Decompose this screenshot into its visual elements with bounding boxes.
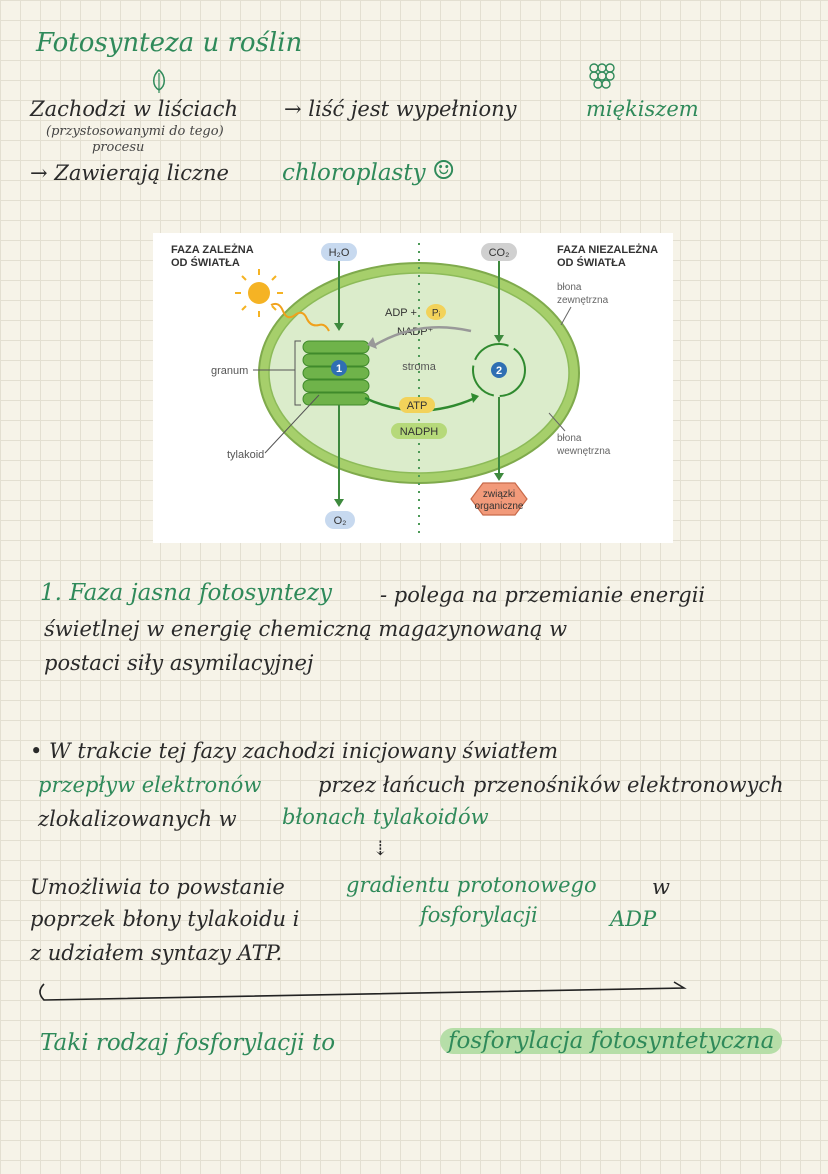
leaf-icon xyxy=(153,69,165,93)
intro-line1-c: miękiszem xyxy=(586,97,699,121)
outer-membrane-label-1: błona xyxy=(557,282,582,293)
inner-membrane-label-2: wewnętrzna xyxy=(556,446,611,457)
label-light-1: FAZA ZALEŻNA xyxy=(171,243,254,256)
section3-line2-a: poprzek błony tylakoidu i xyxy=(30,907,300,931)
intro-line2-a: → Zawierają liczne xyxy=(30,161,229,185)
sun-icon xyxy=(235,269,283,317)
section3-line1-b: gradientu protonowego xyxy=(346,873,597,897)
h2o-badge xyxy=(321,243,357,261)
section3-line2-c: ADP xyxy=(610,907,657,931)
granum-stack xyxy=(302,340,370,406)
section1-text3: postaci siły asymilacyjnej xyxy=(44,651,314,675)
nadph-badge xyxy=(391,423,447,439)
section2-line2-a: przepływ elektronów xyxy=(38,773,262,797)
tylakoid-label: tylakoid xyxy=(227,449,264,461)
bracket-divider xyxy=(39,981,687,1001)
atp-label: ATP xyxy=(407,400,428,412)
atp-badge xyxy=(399,397,435,413)
section2-line1: • W trakcie tej fazy zachodzi inicjowany… xyxy=(30,739,558,763)
calvin-cycle xyxy=(472,343,526,397)
label-light-2: OD ŚWIATŁA xyxy=(171,256,240,269)
conclusion-text: Taki rodzaj fosforylacji to xyxy=(40,1030,336,1056)
intro-sub2: procesu xyxy=(92,140,145,155)
chloroplast-diagram: FAZA ZALEŻNA OD ŚWIATŁA FAZA NIEZALEŻNA … xyxy=(153,233,673,543)
section3-line3: z udziałem syntazy ATP. xyxy=(30,941,283,965)
light-wave xyxy=(270,302,330,332)
return-arrow xyxy=(374,326,472,347)
h2o-label: H₂O xyxy=(329,247,350,259)
intro-sub: (przystosowanymi do tego) xyxy=(46,124,224,139)
organic-compounds-shape xyxy=(470,482,528,516)
o2-label: O₂ xyxy=(334,515,347,527)
section3-line1-c: w xyxy=(652,875,670,899)
adp-label: ADP + xyxy=(385,307,417,319)
label-dark-1: FAZA NIEZALEŻNA xyxy=(557,243,658,256)
svg-text:1: 1 xyxy=(336,363,342,375)
stroma-label: stroma xyxy=(402,361,437,373)
section2-line2-b: przez łańcuch przenośników elektronowych xyxy=(318,773,784,797)
section1-heading: 1. Faza jasna fotosyntezy xyxy=(40,580,333,606)
nadph-label: NADPH xyxy=(400,426,439,438)
o2-badge xyxy=(325,511,355,529)
section2-line3-b: błonach tylakoidów xyxy=(282,805,489,829)
page-title: Fotosynteza u roślin xyxy=(36,28,303,58)
intro-line1-a: Zachodzi w liściach xyxy=(30,97,239,121)
down-arrow-icon: ⇣ xyxy=(372,836,389,860)
organic-label-2: organiczne xyxy=(475,501,524,512)
co2-badge xyxy=(481,243,517,261)
step-1-badge xyxy=(331,360,347,376)
label-dark-2: OD ŚWIATŁA xyxy=(557,256,626,269)
section1-text2: świetlnej w energię chemiczną magazynowa… xyxy=(44,617,568,641)
section3-line2-b: fosforylacji xyxy=(420,903,538,927)
step-2-badge xyxy=(491,362,507,378)
organic-label-1: związki xyxy=(483,489,515,500)
pi-label: Pᵢ xyxy=(432,308,441,319)
section3-line1-a: Umożliwia to powstanie xyxy=(30,875,285,899)
intro-line1-b: → liść jest wypełniony xyxy=(284,97,517,121)
section2-line3-a: zlokalizowanych w xyxy=(38,807,237,831)
section1-text1: - polega na przemianie energii xyxy=(380,583,706,607)
co2-label: CO₂ xyxy=(489,247,510,259)
inner-membrane-label-1: błona xyxy=(557,433,582,444)
intro-line2-b: chloroplasty xyxy=(282,160,426,186)
conclusion-highlight: fosforylacja fotosyntetyczna xyxy=(440,1028,783,1054)
smiley-icon: ☺ xyxy=(432,156,456,186)
outer-membrane-label-2: zewnętrzna xyxy=(557,295,609,306)
pi-badge xyxy=(426,304,446,320)
svg-text:2: 2 xyxy=(496,365,502,377)
cells-icon xyxy=(589,63,615,89)
granum-label: granum xyxy=(211,365,248,377)
